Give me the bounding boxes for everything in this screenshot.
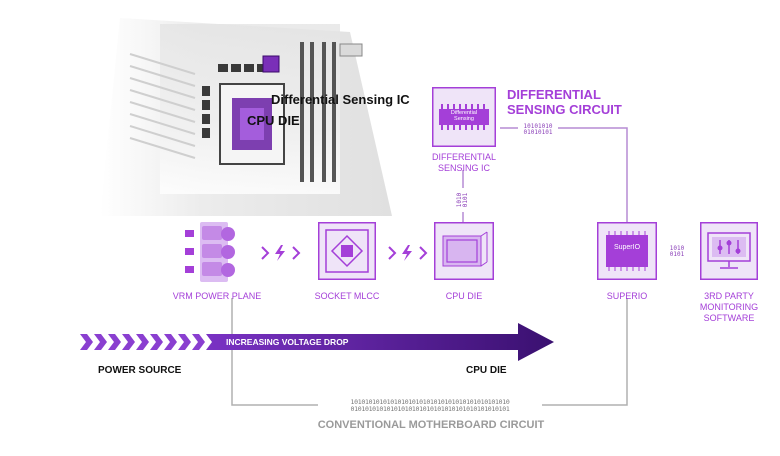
monitoring-software-label: 3rd PARTY MONITORING SOFTWARE — [689, 291, 769, 324]
motherboard-label-sensing-ic: Differential Sensing IC — [271, 92, 410, 107]
monitor-icon — [700, 222, 758, 280]
conventional-circuit-label: CONVENTIONAL MOTHERBOARD CIRCUIT — [317, 419, 545, 431]
lightning-arrow-icon — [261, 245, 301, 261]
superio-chip-text: SuperIO — [613, 244, 641, 251]
voltage-drop-arrow-graphic — [80, 323, 554, 361]
ic-label-line1: DIFFERENTIAL — [431, 152, 496, 162]
differential-sensing-ic-label: DIFFERENTIAL SENSING IC — [424, 152, 504, 174]
flow-arrow-1 — [259, 243, 305, 268]
superio-chip-icon — [597, 222, 657, 280]
binary-bottom-line1: 1010101010101010101010101010101010101010… — [350, 398, 510, 406]
arrow-cpu-die-label: CPU DIE — [466, 365, 507, 376]
motherboard-label-cpu-die: CPU DIE — [247, 113, 300, 128]
binary-bottom-line2: 0101010101010101010101010101010101010101… — [350, 405, 510, 413]
superio-label: SUPERIO — [606, 291, 648, 301]
chip-text-line1: Differential — [450, 110, 478, 116]
voltage-drop-label: INCREASING VOLTAGE DROP — [226, 337, 349, 347]
vrm-power-plane-icon — [180, 222, 244, 286]
binary-vertical: 1010 0101 — [456, 187, 469, 213]
socket-mlcc-label: SOCKET MLCC — [314, 291, 380, 301]
cpu-die-label: CPU DIE — [445, 291, 483, 301]
binary-top-line2: 01010101 — [523, 129, 553, 136]
differential-sensing-ic-box — [432, 87, 496, 147]
binary-top: 10101010 01010101 — [518, 124, 558, 136]
monitoring-software-box — [700, 222, 758, 280]
binary-top-line1: 10101010 — [523, 123, 553, 130]
ic-label-line2: SENSING IC — [437, 163, 490, 173]
differential-sensing-ic-chip-text: Differential Sensing — [439, 110, 489, 122]
binary-vertical-line2: 0101 — [462, 192, 469, 208]
cpu-die-box — [434, 222, 494, 280]
lightning-arrow-icon — [388, 245, 428, 261]
binary-bottom: 1010101010101010101010101010101010101010… — [318, 399, 542, 413]
vrm-icon — [185, 222, 235, 282]
chip-icon — [432, 87, 496, 147]
software-label-line1: 3rd PARTY — [704, 291, 754, 301]
binary-right-line2: 0101 — [669, 251, 685, 258]
cpu-die-icon — [434, 222, 494, 280]
differential-circuit-title-line1: DIFFERENTIAL — [507, 87, 601, 102]
superio-box — [597, 222, 657, 280]
voltage-drop-arrow — [80, 321, 556, 368]
software-label-line2: MONITORING — [699, 302, 759, 312]
motherboard-image — [100, 14, 392, 216]
differential-circuit-title: DIFFERENTIAL SENSING CIRCUIT — [507, 87, 622, 117]
binary-right: 1010 0101 — [664, 246, 690, 258]
chip-text-line2: Sensing — [454, 116, 474, 122]
vrm-power-plane-label: VRM POWER PLANE — [172, 291, 262, 301]
socket-mlcc-box — [318, 222, 376, 280]
socket-icon — [318, 222, 376, 280]
power-source-label: POWER SOURCE — [98, 365, 182, 376]
software-label-line3: SOFTWARE — [703, 313, 755, 323]
motherboard-graphic — [100, 18, 392, 216]
flow-arrow-2 — [386, 243, 432, 268]
binary-right-line1: 1010 — [669, 245, 685, 252]
differential-circuit-title-line2: SENSING CIRCUIT — [507, 102, 622, 117]
